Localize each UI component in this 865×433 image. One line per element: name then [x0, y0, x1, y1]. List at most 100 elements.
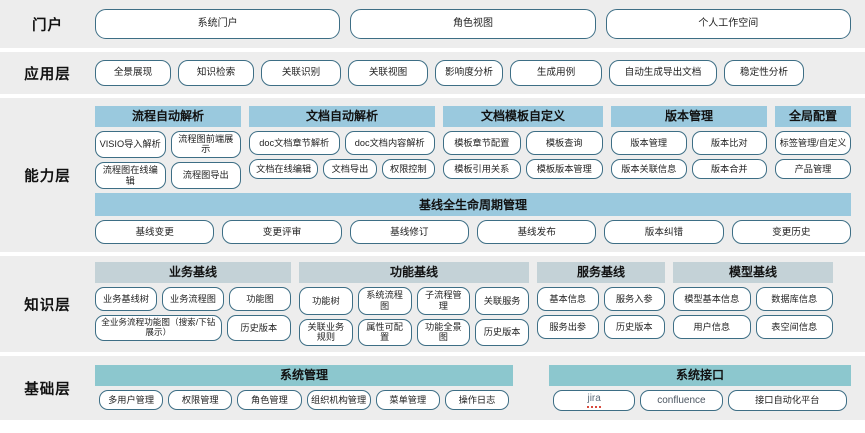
group-row: 功能树 系统流程图 子流程管理 关联服务 — [299, 287, 529, 315]
know-button-function-panorama[interactable]: 功能全景图 — [416, 318, 471, 346]
base-button-org-structure-mgmt[interactable]: 组织机构管理 — [306, 390, 371, 411]
know-button-related-service[interactable]: 关联服务 — [475, 287, 529, 315]
knowledge-group-business-baseline: 业务基线 业务基线树 业务流程图 功能图 全业务流程功能图（搜索/下钻展示） 历… — [95, 262, 291, 342]
group-title-process-parse: 流程自动解析 — [95, 105, 241, 127]
cap-button-doc-chapter-parse[interactable]: doc文档章节解析 — [249, 130, 340, 155]
group-row: 模板引用关系 模板版本管理 — [443, 158, 603, 179]
know-button-business-baseline-tree[interactable]: 业务基线树 — [95, 287, 157, 312]
base-button-menu-mgmt[interactable]: 菜单管理 — [375, 390, 440, 411]
know-button-database-info[interactable]: 数据库信息 — [755, 287, 833, 312]
know-button-basic-info[interactable]: 基本信息 — [537, 287, 599, 312]
app-button-stability-analysis[interactable]: 稳定性分析 — [724, 60, 804, 86]
layer-application: 应用层 全景展现 知识检索 关联识别 关联视图 影响度分析 生成用例 自动生成导… — [0, 52, 865, 94]
know-button-system-flowchart[interactable]: 系统流程图 — [357, 287, 412, 315]
app-button-relation-view[interactable]: 关联视图 — [348, 60, 428, 86]
group-row: doc文档章节解析 doc文档内容解析 — [249, 130, 435, 155]
cap-button-template-reference-relation[interactable]: 模板引用关系 — [443, 158, 521, 179]
app-button-relation-recognition[interactable]: 关联识别 — [261, 60, 341, 86]
capability-group-process-parse: 流程自动解析 VISIO导入解析 流程图前端展示 流程图在线编辑 流程图导出 — [95, 105, 241, 190]
group-row: 版本关联信息 版本合并 — [611, 158, 767, 179]
app-button-knowledge-search[interactable]: 知识检索 — [178, 60, 254, 86]
cap-button-template-chapter-config[interactable]: 模板章节配置 — [443, 130, 521, 155]
group-row: 业务基线树 业务流程图 功能图 — [95, 287, 291, 312]
cap-button-tag-mgmt-custom[interactable]: 标签管理/自定义 — [775, 130, 851, 155]
group-row: 文档在线编辑 文档导出 权限控制 — [249, 158, 435, 179]
group-title-system-interface: 系统接口 — [549, 365, 851, 387]
layer-label-application: 应用层 — [24, 66, 71, 83]
baseline-button-change[interactable]: 基线变更 — [95, 220, 215, 245]
cap-button-flowchart-frontend-display[interactable]: 流程图前端展示 — [170, 130, 241, 158]
cap-button-visio-import-parse[interactable]: VISIO导入解析 — [95, 130, 166, 158]
baseline-button-version-correction[interactable]: 版本纠错 — [604, 220, 724, 245]
know-button-tablespace-info[interactable]: 表空间信息 — [755, 315, 833, 340]
know-button-service-input-param[interactable]: 服务入参 — [603, 287, 665, 312]
cap-button-version-relation-info[interactable]: 版本关联信息 — [611, 158, 687, 179]
cap-button-doc-online-edit[interactable]: 文档在线编辑 — [249, 158, 319, 179]
cap-button-permission-control[interactable]: 权限控制 — [381, 158, 435, 179]
group-title-global-config: 全局配置 — [775, 105, 851, 127]
know-button-user-info[interactable]: 用户信息 — [673, 315, 751, 340]
application-button-row: 全景展现 知识检索 关联识别 关联视图 影响度分析 生成用例 自动生成导出文档 … — [95, 60, 851, 86]
know-button-full-business-process-function-diagram[interactable]: 全业务流程功能图（搜索/下钻展示） — [95, 315, 222, 342]
cap-button-template-version-mgmt[interactable]: 模板版本管理 — [525, 158, 603, 179]
know-button-history-version-business[interactable]: 历史版本 — [226, 315, 291, 342]
know-button-history-version-function[interactable]: 历史版本 — [475, 318, 529, 346]
base-button-jira[interactable]: jira — [553, 390, 636, 411]
layer-base: 基础层 系统管理 多用户管理 权限管理 角色管理 组织机构管理 菜单管理 操作日… — [0, 356, 865, 420]
base-button-role-mgmt[interactable]: 角色管理 — [237, 390, 302, 411]
group-row: jira confluence 接口自动化平台 — [549, 390, 851, 411]
base-group-system-management: 系统管理 多用户管理 权限管理 角色管理 组织机构管理 菜单管理 操作日志 — [95, 365, 513, 411]
cap-button-flowchart-export[interactable]: 流程图导出 — [170, 162, 241, 190]
know-button-related-business-rules[interactable]: 关联业务规则 — [299, 318, 353, 346]
group-row: 基本信息 服务入参 — [537, 287, 665, 312]
group-row: 多用户管理 权限管理 角色管理 组织机构管理 菜单管理 操作日志 — [95, 390, 513, 411]
cap-button-doc-content-parse[interactable]: doc文档内容解析 — [344, 130, 435, 155]
group-title-version-mgmt: 版本管理 — [611, 105, 767, 127]
cap-button-product-management[interactable]: 产品管理 — [775, 158, 851, 179]
app-button-generate-usecase[interactable]: 生成用例 — [510, 60, 602, 86]
base-button-multi-user-mgmt[interactable]: 多用户管理 — [99, 390, 164, 411]
cap-button-version-management[interactable]: 版本管理 — [611, 130, 687, 155]
baseline-button-change-history[interactable]: 变更历史 — [731, 220, 851, 245]
base-button-permission-mgmt[interactable]: 权限管理 — [168, 390, 233, 411]
cap-button-template-query[interactable]: 模板查询 — [525, 130, 603, 155]
baseline-button-publish[interactable]: 基线发布 — [476, 220, 597, 245]
know-button-history-version-service[interactable]: 历史版本 — [603, 315, 665, 340]
capability-group-doc-parse: 文档自动解析 doc文档章节解析 doc文档内容解析 文档在线编辑 文档导出 权… — [249, 105, 435, 179]
know-button-model-basic-info[interactable]: 模型基本信息 — [673, 287, 751, 312]
group-row: 全业务流程功能图（搜索/下钻展示） 历史版本 — [95, 315, 291, 342]
base-button-operation-log[interactable]: 操作日志 — [444, 390, 510, 411]
layer-label-base: 基础层 — [24, 381, 71, 398]
cap-button-flowchart-online-edit[interactable]: 流程图在线编辑 — [95, 162, 166, 190]
app-button-auto-export-doc[interactable]: 自动生成导出文档 — [609, 60, 717, 86]
group-title-doc-template: 文档模板自定义 — [443, 105, 603, 127]
portal-button-personal-workspace[interactable]: 个人工作空间 — [605, 9, 851, 39]
capability-group-global-config: 全局配置 标签管理/自定义 产品管理 — [775, 105, 851, 179]
app-button-impact-analysis[interactable]: 影响度分析 — [435, 60, 503, 86]
baseline-button-revision[interactable]: 基线修订 — [349, 220, 469, 245]
group-title-service-baseline: 服务基线 — [537, 262, 665, 284]
know-button-business-flowchart[interactable]: 业务流程图 — [162, 287, 224, 312]
know-button-function-tree[interactable]: 功能树 — [299, 287, 353, 315]
portal-button-role-view[interactable]: 角色视图 — [350, 9, 596, 39]
group-row: 标签管理/自定义 — [775, 130, 851, 155]
layer-capability: 能力层 流程自动解析 VISIO导入解析 流程图前端展示 流程图在线编辑 流程图… — [0, 98, 865, 252]
know-button-subprocess-mgmt[interactable]: 子流程管理 — [416, 287, 471, 315]
group-title-system-management: 系统管理 — [95, 365, 513, 387]
portal-button-row: 系统门户 角色视图 个人工作空间 — [95, 9, 851, 39]
cap-button-version-compare[interactable]: 版本比对 — [691, 130, 767, 155]
portal-button-system-portal[interactable]: 系统门户 — [95, 9, 341, 39]
layer-label-portal: 门户 — [32, 17, 63, 34]
base-button-interface-automation-platform[interactable]: 接口自动化平台 — [727, 390, 847, 411]
know-button-function-diagram[interactable]: 功能图 — [229, 287, 291, 312]
know-button-attribute-configurable[interactable]: 属性可配置 — [357, 318, 412, 346]
group-title-business-baseline: 业务基线 — [95, 262, 291, 284]
capability-group-doc-template: 文档模板自定义 模板章节配置 模板查询 模板引用关系 模板版本管理 — [443, 105, 603, 179]
app-button-panorama[interactable]: 全景展现 — [95, 60, 171, 86]
base-button-confluence[interactable]: confluence — [640, 390, 723, 411]
know-button-service-output-param[interactable]: 服务出参 — [537, 315, 599, 340]
cap-button-version-merge[interactable]: 版本合并 — [691, 158, 767, 179]
group-row: 服务出参 历史版本 — [537, 315, 665, 340]
baseline-button-change-review[interactable]: 变更评审 — [222, 220, 342, 245]
cap-button-doc-export[interactable]: 文档导出 — [323, 158, 377, 179]
